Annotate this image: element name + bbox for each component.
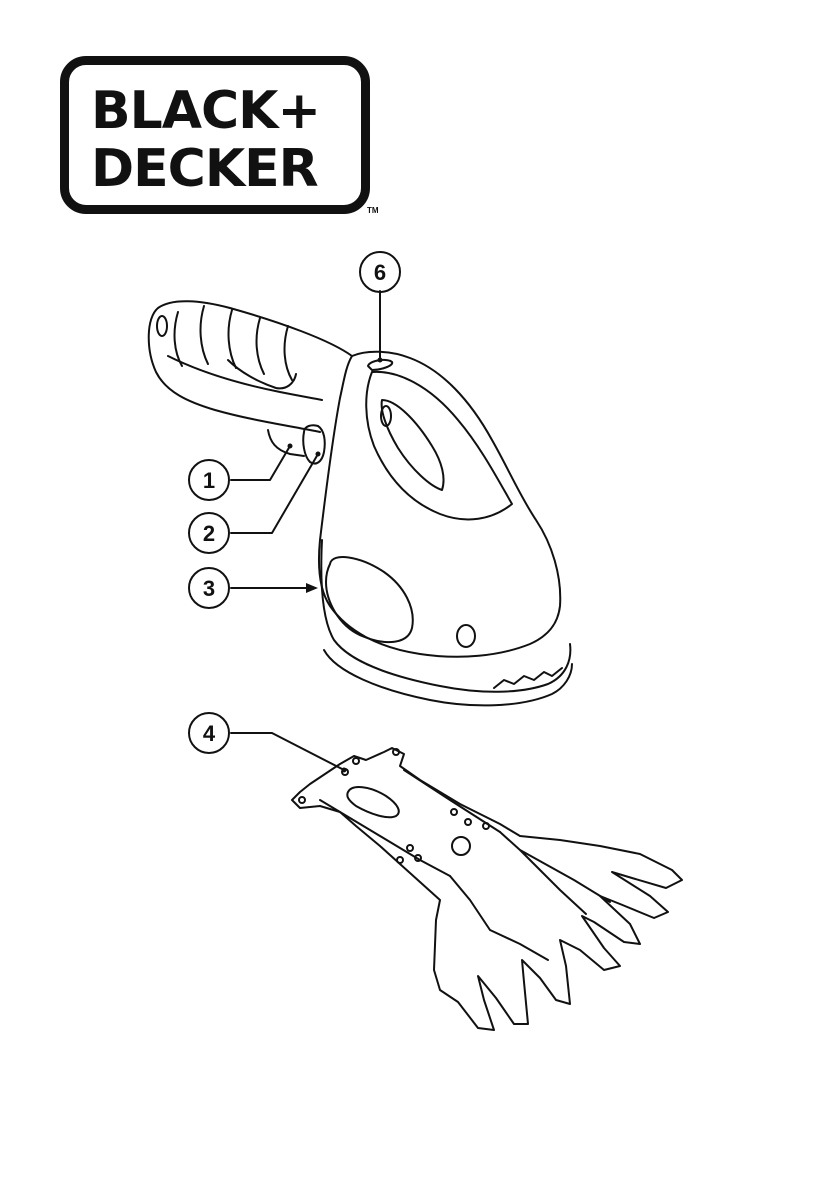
callout-1-label: 1 bbox=[203, 468, 215, 493]
blade-hole-f bbox=[397, 857, 403, 863]
blade-hole-c bbox=[353, 758, 359, 764]
blade-hole-e bbox=[407, 845, 413, 851]
leader-dot-6 bbox=[378, 358, 383, 363]
callout-2-label: 2 bbox=[203, 521, 215, 546]
arrowhead-3 bbox=[306, 583, 318, 593]
blade-hole-d bbox=[393, 749, 399, 755]
leader-dot-2 bbox=[316, 452, 321, 457]
blade-hole-i bbox=[465, 819, 471, 825]
callout-6-label: 6 bbox=[374, 260, 386, 285]
blade-mount-teeth bbox=[494, 668, 562, 688]
motor-head-inner-shell bbox=[366, 372, 512, 520]
shear-tool-illustration bbox=[149, 301, 572, 705]
shear-blade-illustration bbox=[292, 748, 682, 1030]
leader-dot-4 bbox=[342, 768, 347, 773]
leader-dot-1 bbox=[288, 444, 293, 449]
callout-4-label: 4 bbox=[203, 721, 216, 746]
handle-end-cap bbox=[157, 316, 167, 336]
blade-center-hole bbox=[452, 837, 470, 855]
handle-inner-line bbox=[168, 356, 322, 400]
blade-hole-a bbox=[299, 797, 305, 803]
leader-line-2 bbox=[231, 454, 318, 533]
leader-line-4 bbox=[231, 733, 344, 770]
grip-panel-side bbox=[326, 557, 413, 642]
front-screw bbox=[457, 625, 475, 647]
blade-teeth-inner bbox=[450, 832, 610, 960]
motor-head-outline bbox=[319, 352, 560, 657]
leader-lines bbox=[231, 291, 380, 770]
callout-3-label: 3 bbox=[203, 576, 215, 601]
blade-hole-j bbox=[483, 823, 489, 829]
lower-housing bbox=[321, 540, 570, 692]
handle-outline bbox=[149, 301, 352, 432]
blade-hole-h bbox=[451, 809, 457, 815]
blade-mount-base bbox=[324, 650, 572, 705]
blade-inner-rail bbox=[320, 770, 500, 876]
blade-slot bbox=[347, 787, 398, 817]
handle-grip-ribs bbox=[175, 306, 292, 380]
